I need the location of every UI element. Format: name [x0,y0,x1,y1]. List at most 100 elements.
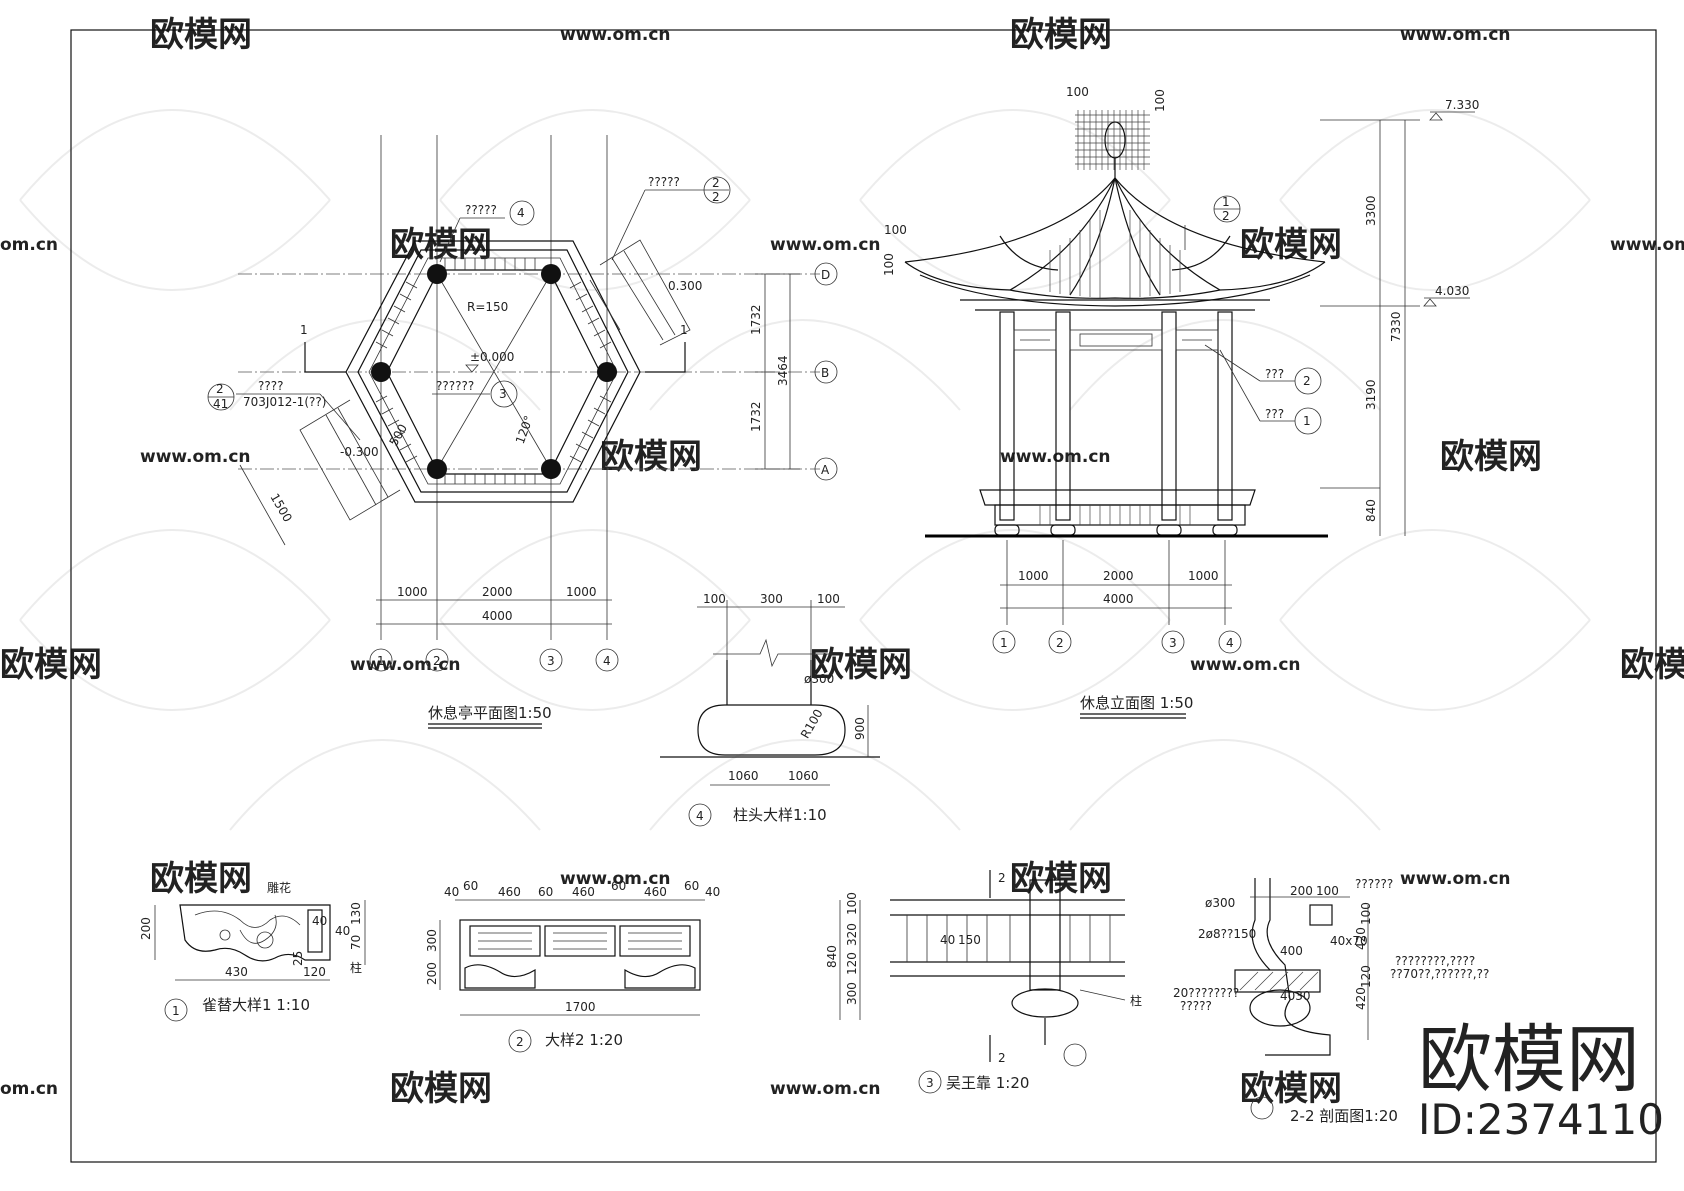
column-marker [541,264,561,284]
axis-number: 1 [377,654,385,668]
brand-name: 欧模网 [1418,1017,1640,1103]
watermark-layer: 欧模网 www.om.cn 欧模网 www.om.cn om.cn 欧模网 ww… [0,15,1684,1109]
watermark-url: www.om.cn [560,25,671,45]
watermark-text: 欧模网 [1240,225,1342,265]
detail-number: 2 [516,1035,524,1049]
dimension-label: 40x70 [1330,934,1368,948]
watermark-url: om.cn [0,235,58,255]
dimension-label: 120 [1359,965,1373,988]
section-2-2: ?????? ø300 2ø8??150 ????????,???? ??70?… [1173,877,1489,1125]
section-cut-line [304,342,346,373]
section-note: ??70??,??????,?? [1390,967,1489,981]
callout-number: 1 [1222,195,1230,209]
column-marker [371,362,391,382]
dimension-label: 3300 [1364,195,1378,226]
axis-number: 4 [1226,636,1234,650]
elevation-view: 100 100 100 100 1 2 ??? 2 ??? 1 3300 319… [882,85,1479,719]
watermark-url: www.om.cn [770,1079,881,1099]
dimension-label: 120 [845,952,859,975]
dimension-label: 40 [444,885,459,899]
plan-steps [239,239,691,546]
dimension-label: 1732 [749,304,763,335]
dimension-label: 100 [1316,884,1339,898]
detail-number: 4 [696,809,704,823]
axis-number: 4 [603,654,611,668]
callout-number: 1 [1303,414,1311,428]
radius-label: R=150 [467,300,508,314]
level-label: 4.030 [1435,284,1469,298]
detail-note: 柱 [1130,993,1142,1008]
bench [979,489,1256,526]
lattice-band [1013,329,1219,351]
dimension-label: 300 [845,982,859,1005]
dimension-label: 1732 [749,401,763,432]
brand-block: 欧模网 ID:2374110 [1418,1017,1664,1144]
column-marker [427,459,447,479]
callout-number: 3 [499,387,507,401]
detail-number: 1 [172,1004,180,1018]
section-cut-line [645,342,686,373]
axis-number: 1 [1000,636,1008,650]
elevation-columns [999,311,1233,521]
dimension-label: 70 [349,935,363,950]
dimension-label: 40 [940,933,955,947]
dimension-label: 100 [1066,85,1089,99]
detail-2-title: 大样2 1:20 [545,1031,623,1049]
dimension-label: 300 [425,929,439,952]
dimension-label: 1060 [788,769,819,783]
dimension-label: 4000 [482,609,513,623]
callout-note: ??? [1265,367,1284,381]
section-note: 2ø8??150 [1198,927,1256,941]
dimension-label: 320 [845,923,859,946]
axis-number: 3 [547,654,555,668]
section-note: ????? [1180,999,1212,1013]
axis-number: 2 [1056,636,1064,650]
radius-label: R100 [798,707,826,741]
watermark-text: 欧模网 [390,1069,492,1109]
dimension-label: 60 [538,885,553,899]
callout-note: ?????? [436,379,474,393]
section-mark-label: 2 [998,1051,1006,1065]
section-2-2-title: 2-2 剖面图1:20 [1290,1107,1398,1125]
section-mark-label: 1 [680,323,688,337]
diameter-label: ø300 [804,672,834,686]
column-capital-shape [697,704,846,756]
axis-letter: B [821,366,829,380]
dimension-label: 60 [684,879,699,893]
dimension-label: 40 [312,914,327,928]
level-label: -0.300 [340,445,379,459]
bench-hatch [1039,505,1191,525]
dimension-label: 1000 [397,585,428,599]
dimension-label: 3190 [1364,379,1378,410]
section-note: 20???????? [1173,986,1239,1000]
callout-reference: 703J012-1(??) [243,395,326,409]
watermark-url: www.om.cn [1000,447,1111,467]
railing-hatch [375,258,612,484]
watermark-text: 欧模网 [150,15,252,55]
watermark-text: 欧模网 [150,859,252,899]
dimension-label: 200 [139,917,153,940]
dimension-label: 4000 [1103,592,1134,606]
capital-title: 柱头大样1:10 [733,806,827,824]
dimension-label: 460 [572,885,595,899]
plan-view: 1 1 R=150 ±0.000 -0.300 0.300 500 1500 1… [207,135,838,729]
callout-number: 2 [712,190,720,204]
detail-3-bench-back: 2 柱 40 150 100 320 120 300 840 2 3 吴王靠 1… [825,870,1142,1094]
section-note: ø300 [1205,896,1235,910]
watermark-url: www.om.cn [770,235,881,255]
watermark-text: 欧模网 [0,645,102,685]
detail-note: 柱 [350,960,362,975]
dimension-label: 200 [1290,884,1313,898]
watermark-text: 欧模网 [1010,859,1112,899]
dimension-label: 840 [825,945,839,968]
drawing-frame [70,29,1657,1163]
watermark-text: 欧模网 [810,645,912,685]
dimension-label: 1700 [565,1000,596,1014]
roof-rafter-hatch [1049,210,1181,298]
watermark-url: om.cn [0,1079,58,1099]
detail-number: 3 [926,1076,934,1090]
dimension-label: 7330 [1389,311,1403,342]
dimension-label: 900 [853,717,867,740]
section-note: ????????,???? [1395,954,1475,968]
dimension-label: 1060 [728,769,759,783]
